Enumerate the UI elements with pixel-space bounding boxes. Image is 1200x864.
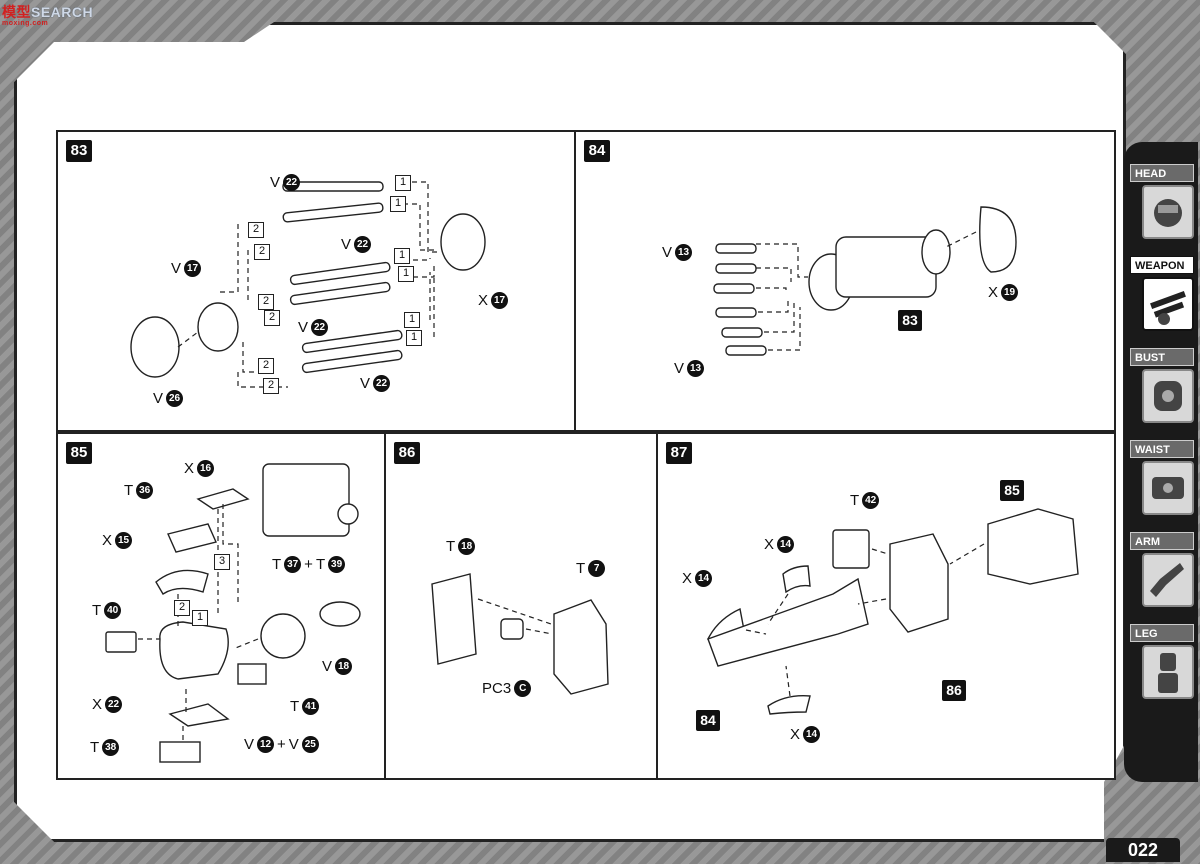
tab-weapon[interactable]: WEAPON xyxy=(1128,256,1196,340)
step-number: 85 xyxy=(66,442,92,464)
tab-arm[interactable]: ARM xyxy=(1128,532,1196,616)
step-83-diagram xyxy=(130,181,486,388)
tab-label: BUST xyxy=(1130,348,1194,366)
sequence-marker: 2 xyxy=(248,222,264,238)
sequence-marker: 2 xyxy=(174,600,190,616)
step-87-diagram xyxy=(707,508,1079,715)
watermark-logo: 模型SEARCH moxing.com xyxy=(2,4,94,27)
step-reference: 86 xyxy=(942,680,966,701)
sequence-marker: 2 xyxy=(258,294,274,310)
step-84-diagram xyxy=(713,206,1017,356)
step-number: 87 xyxy=(666,442,692,464)
sequence-marker: 1 xyxy=(390,196,406,212)
step-reference: 84 xyxy=(696,710,720,731)
sequence-marker: 1 xyxy=(192,610,208,626)
tab-waist[interactable]: WAIST xyxy=(1128,440,1196,524)
sequence-marker: 2 xyxy=(258,358,274,374)
step-85-diagram xyxy=(105,463,361,763)
step-number: 83 xyxy=(66,140,92,162)
arm-icon xyxy=(1142,553,1194,607)
page-number: 022 xyxy=(1106,838,1180,862)
step-number: 84 xyxy=(584,140,610,162)
sequence-marker: 2 xyxy=(254,244,270,260)
leg-icon xyxy=(1142,645,1194,699)
weapon-icon xyxy=(1142,277,1194,331)
tab-label: WEAPON xyxy=(1130,256,1194,274)
step-reference: 85 xyxy=(1000,480,1024,501)
bust-icon xyxy=(1142,369,1194,423)
step-reference: 83 xyxy=(898,310,922,331)
sequence-marker: 1 xyxy=(404,312,420,328)
sequence-marker: 1 xyxy=(395,175,411,191)
sequence-marker: 1 xyxy=(394,248,410,264)
tab-leg[interactable]: LEG xyxy=(1128,624,1196,708)
tab-head[interactable]: HEAD xyxy=(1128,164,1196,248)
tab-label: HEAD xyxy=(1130,164,1194,182)
step-number: 86 xyxy=(394,442,420,464)
section-tab-bar: HEAD WEAPON BUST WAIST ARM LEG xyxy=(1124,142,1198,782)
sequence-marker: 1 xyxy=(406,330,422,346)
sequence-marker: 2 xyxy=(264,310,280,326)
tab-label: LEG xyxy=(1130,624,1194,642)
step-86-diagram xyxy=(431,573,609,695)
tab-label: ARM xyxy=(1130,532,1194,550)
sequence-marker: 1 xyxy=(398,266,414,282)
sequence-marker: 2 xyxy=(263,378,279,394)
sequence-marker: 3 xyxy=(214,554,230,570)
tab-label: WAIST xyxy=(1130,440,1194,458)
head-icon xyxy=(1142,185,1194,239)
waist-icon xyxy=(1142,461,1194,515)
tab-bust[interactable]: BUST xyxy=(1128,348,1196,432)
